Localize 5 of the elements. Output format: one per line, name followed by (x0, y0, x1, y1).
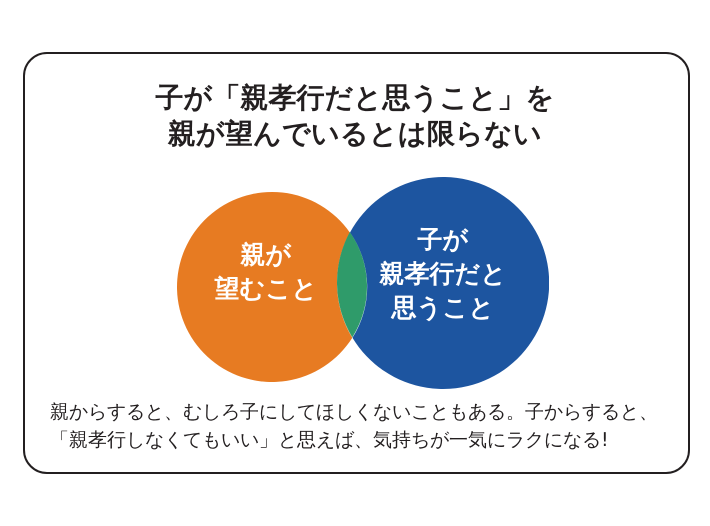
title: 子が「親孝行だと思うこと」を親が望んでいるとは限らない (156, 80, 554, 152)
circle-label: 親が望むこと (214, 239, 318, 305)
body-text: 親からすると、むしろ子にしてほしくないこともある。子からすると、「親孝行しなくてもいい」と思えば、気持ちが一気にラクになる! (50, 400, 658, 453)
venn-overlap (337, 232, 367, 338)
circle-label: 子が親孝行だと思うこと (379, 224, 506, 324)
